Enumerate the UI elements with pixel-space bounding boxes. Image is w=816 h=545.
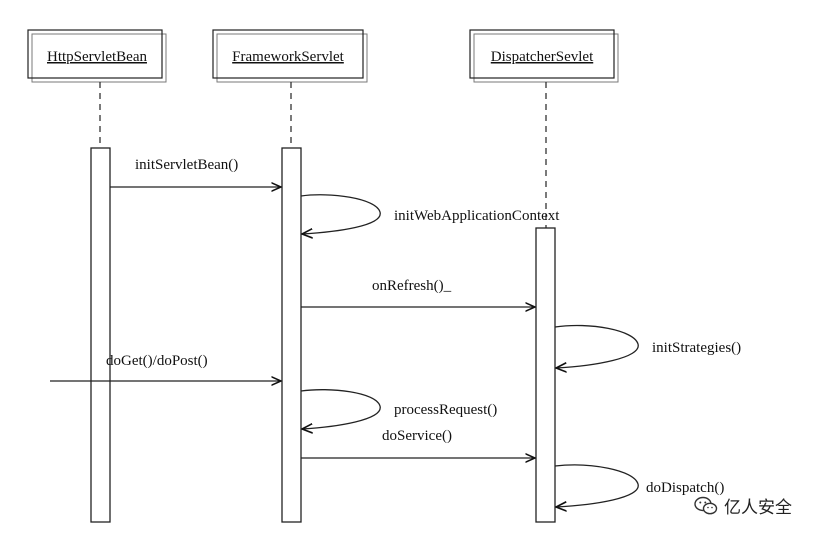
- activation-httpservletbean: [90, 147, 111, 523]
- activation-frameworkservlet: [281, 147, 302, 523]
- activation-dispatchersevlet: [535, 227, 556, 523]
- message-label: initWebApplicationContext: [394, 208, 560, 224]
- message-init-web-application-context: initWebApplicationContext: [301, 194, 560, 234]
- wechat-icon: [694, 496, 718, 514]
- self-call-arrow: [301, 389, 381, 429]
- participant-box: [469, 29, 615, 79]
- participant-dispatchersevlet: DispatcherSevlet: [469, 29, 619, 83]
- participant-frameworkservlet: FrameworkServlet: [212, 29, 368, 83]
- participant-label: DispatcherSevlet: [491, 49, 594, 65]
- message-label: initStrategies(): [652, 340, 741, 356]
- message-init-strategies: initStrategies(): [555, 324, 741, 368]
- participant-box-shadow: [216, 33, 368, 83]
- message-do-service: doService(): [301, 428, 535, 458]
- message-on-refresh: onRefresh()_: [301, 278, 535, 307]
- participant-httpservletbean: HttpServletBean: [27, 29, 167, 83]
- message-do-get-do-post: doGet()/doPost(): [50, 353, 281, 381]
- message-label: processRequest(): [394, 402, 497, 418]
- participant-box: [212, 29, 364, 79]
- message-label: doGet()/doPost(): [106, 353, 208, 369]
- message-label: doService(): [382, 428, 452, 444]
- self-call-arrow: [555, 464, 639, 507]
- message-label: initServletBean(): [135, 157, 238, 173]
- message-init-servlet-bean: initServletBean(): [110, 157, 281, 187]
- message-label: doDispatch(): [646, 480, 724, 496]
- participant-label: FrameworkServlet: [232, 49, 344, 65]
- participant-label: HttpServletBean: [47, 49, 147, 65]
- watermark: 亿人安全: [694, 493, 792, 518]
- message-do-dispatch: doDispatch(): [555, 464, 724, 507]
- message-label: onRefresh()_: [372, 278, 452, 294]
- participant-box-shadow: [31, 33, 167, 83]
- participant-box: [27, 29, 163, 79]
- self-call-arrow: [555, 324, 639, 368]
- message-process-request: processRequest(): [301, 389, 497, 429]
- self-call-arrow: [301, 194, 381, 234]
- watermark-text: 亿人安全: [724, 498, 792, 518]
